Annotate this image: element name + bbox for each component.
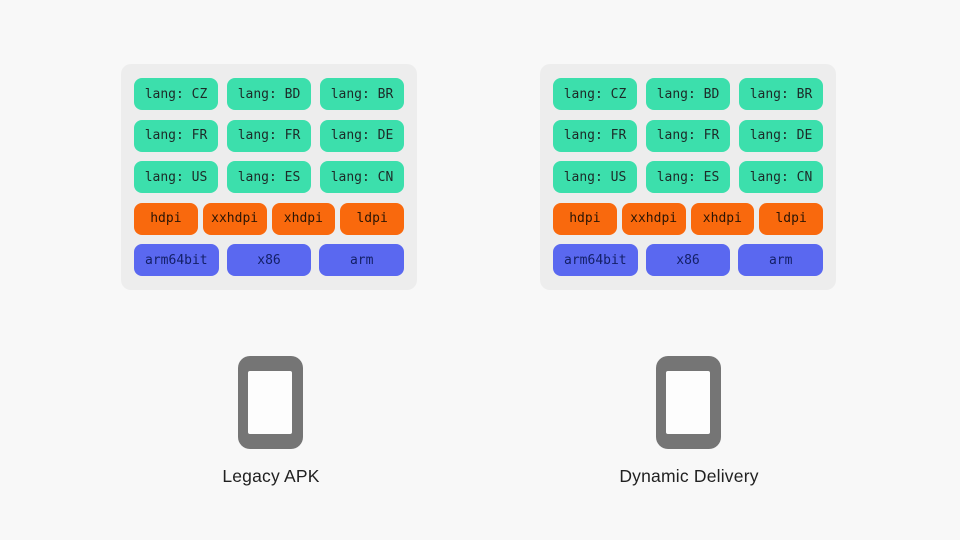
- lang-chip: lang: BD: [227, 78, 311, 110]
- legacy-apk-label: Legacy APK: [222, 466, 320, 486]
- dpi-chip: xhdpi: [690, 202, 755, 235]
- legacy-apk-config-panel: lang: CZ lang: BD lang: BR lang: FR lang…: [121, 64, 417, 290]
- lang-chip: lang: BR: [739, 78, 823, 110]
- lang-chip: lang: US: [134, 161, 218, 193]
- lang-chip: lang: BR: [320, 78, 404, 110]
- lang-chip: lang: FR: [553, 119, 637, 152]
- dpi-chip: ldpi: [759, 202, 823, 235]
- abi-chip: arm64bit: [134, 244, 219, 276]
- dpi-chip-row: hdpi xxhdpi xhdpi ldpi: [134, 202, 404, 235]
- lang-chip: lang: FR: [646, 119, 730, 152]
- abi-chip: arm: [738, 244, 824, 276]
- dynamic-delivery-config-panel: lang: CZ lang: BD lang: BR lang: FR lang…: [540, 64, 836, 290]
- dpi-chip: hdpi: [134, 202, 198, 235]
- abi-chip: x86: [645, 244, 731, 276]
- lang-chip-row: lang: CZ lang: BD lang: BR: [553, 78, 823, 110]
- lang-chip: lang: CZ: [553, 78, 637, 110]
- lang-chip-row: lang: US lang: ES lang: CN: [553, 161, 823, 193]
- lang-chip-row: lang: CZ lang: BD lang: BR: [134, 78, 404, 110]
- dpi-chip: ldpi: [340, 202, 404, 235]
- lang-chip: lang: FR: [134, 119, 218, 152]
- lang-chip: lang: ES: [227, 161, 311, 193]
- lang-chip-row: lang: FR lang: FR lang: DE: [134, 119, 404, 152]
- lang-chip: lang: CN: [320, 161, 404, 193]
- lang-chip: lang: ES: [646, 161, 730, 193]
- lang-chip: lang: CZ: [134, 78, 218, 110]
- abi-chip: x86: [226, 244, 312, 276]
- lang-chip-row: lang: FR lang: FR lang: DE: [553, 119, 823, 152]
- dpi-chip: hdpi: [553, 202, 617, 235]
- dpi-chip: xxhdpi: [202, 202, 267, 235]
- phone-icon: [656, 356, 721, 449]
- lang-chip: lang: DE: [739, 119, 823, 152]
- phone-icon: [238, 356, 303, 449]
- dpi-chip-row: hdpi xxhdpi xhdpi ldpi: [553, 202, 823, 235]
- abi-chip: arm64bit: [553, 244, 638, 276]
- lang-chip: lang: BD: [646, 78, 730, 110]
- lang-chip: lang: US: [553, 161, 637, 193]
- lang-chip: lang: CN: [739, 161, 823, 193]
- abi-chip: arm: [319, 244, 405, 276]
- abi-chip-row: arm64bit x86 arm: [553, 244, 824, 276]
- dpi-chip: xxhdpi: [621, 202, 686, 235]
- abi-chip-row: arm64bit x86 arm: [134, 244, 405, 276]
- phone-screen: [666, 371, 710, 434]
- lang-chip: lang: FR: [227, 119, 311, 152]
- lang-chip-row: lang: US lang: ES lang: CN: [134, 161, 404, 193]
- dpi-chip: xhdpi: [271, 202, 336, 235]
- dynamic-delivery-label: Dynamic Delivery: [619, 466, 759, 486]
- lang-chip: lang: DE: [320, 119, 404, 152]
- phone-screen: [248, 371, 292, 434]
